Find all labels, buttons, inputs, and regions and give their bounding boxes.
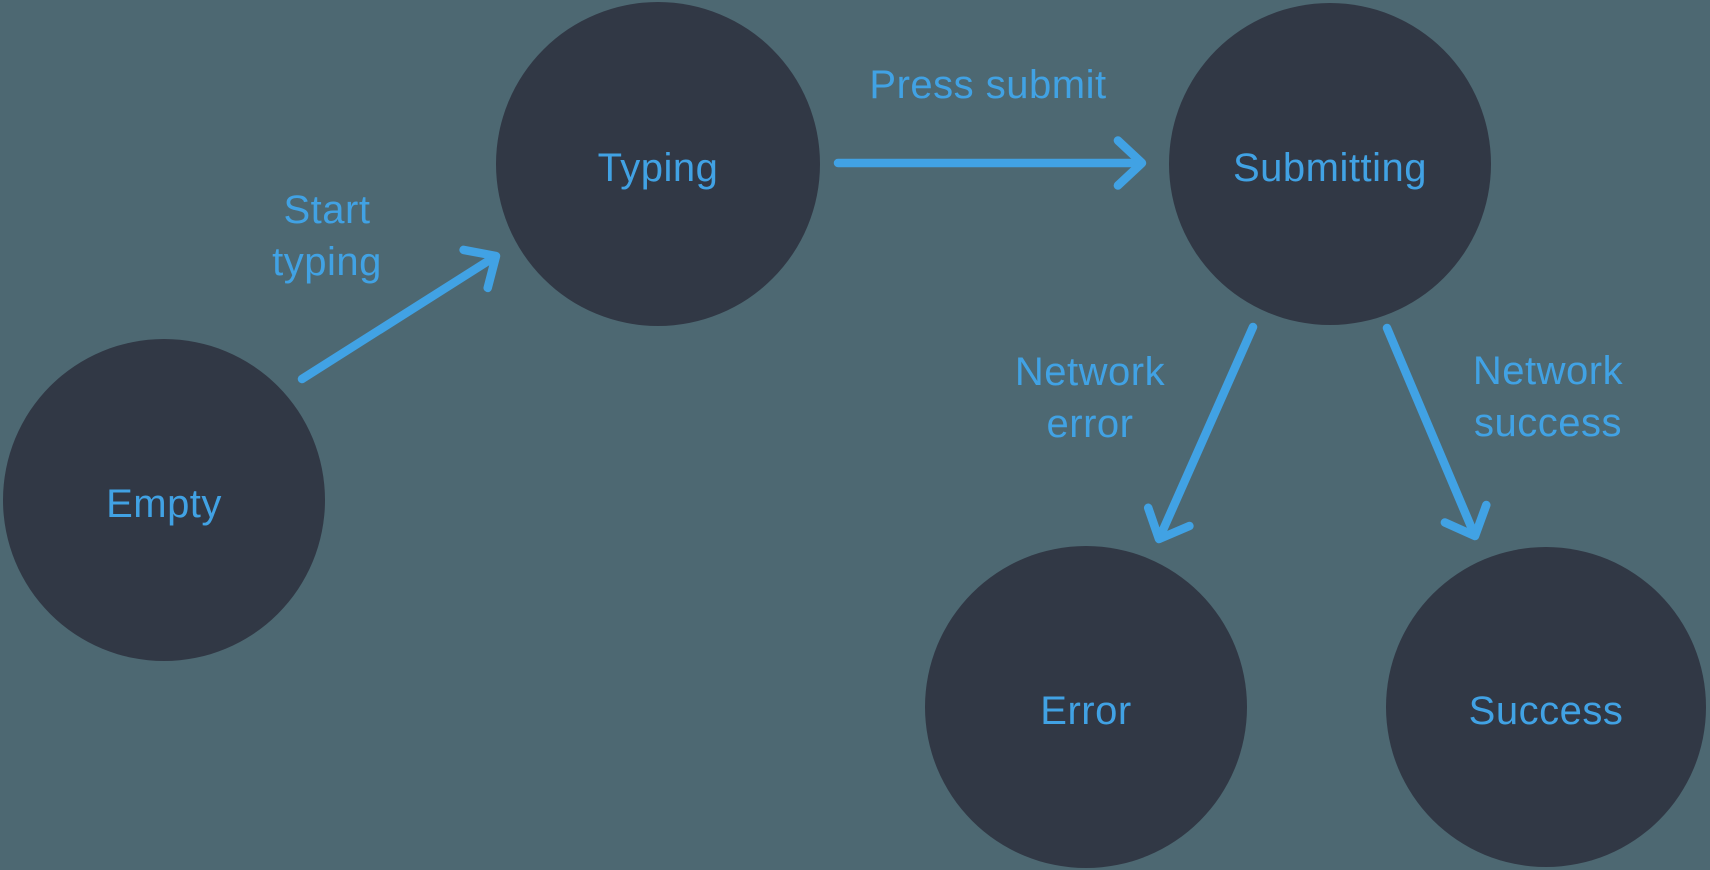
transition-label-line: Network	[1472, 349, 1624, 393]
state-node-success: Success	[1386, 547, 1706, 867]
transition-label-press-submit: Press submit	[869, 59, 1106, 111]
arrow-shaft	[297, 254, 497, 384]
transition-label-start-typing: Start typing	[272, 184, 382, 288]
transition-label-line: error	[1046, 402, 1134, 446]
arrow-shaft	[1382, 323, 1478, 536]
transition-label-line: typing	[272, 240, 382, 284]
transition-label-line: Press submit	[869, 63, 1107, 107]
state-node-label-success: Success	[1468, 688, 1624, 733]
state-node-label-submitting: Submitting	[1233, 145, 1427, 190]
transition-label-line: Start	[283, 188, 371, 232]
arrowhead-icon	[1143, 503, 1194, 544]
state-node-label-typing: Typing	[597, 145, 719, 190]
state-node-label-error: Error	[1040, 688, 1132, 733]
arrow-shaft	[1156, 322, 1258, 539]
arrowhead-icon	[1440, 500, 1491, 541]
transition-label-network-success: Network success	[1473, 345, 1623, 449]
transition-arrow-network-error	[1143, 322, 1258, 544]
transition-arrow-network-success	[1382, 323, 1491, 541]
transition-arrow-press-submit	[833, 136, 1147, 190]
transition-label-line: success	[1473, 401, 1622, 445]
state-node-submitting: Submitting	[1169, 3, 1491, 325]
state-node-empty: Empty	[3, 339, 325, 661]
transition-label-line: Network	[1014, 350, 1166, 394]
state-node-label-empty: Empty	[106, 481, 222, 526]
arrowhead-icon	[459, 245, 501, 293]
arrowhead-icon	[1113, 136, 1147, 190]
state-node-error: Error	[925, 546, 1247, 868]
transition-arrow-start-typing	[297, 245, 501, 384]
transition-label-network-error: Network error	[1015, 346, 1165, 450]
state-node-typing: Typing	[496, 2, 820, 326]
